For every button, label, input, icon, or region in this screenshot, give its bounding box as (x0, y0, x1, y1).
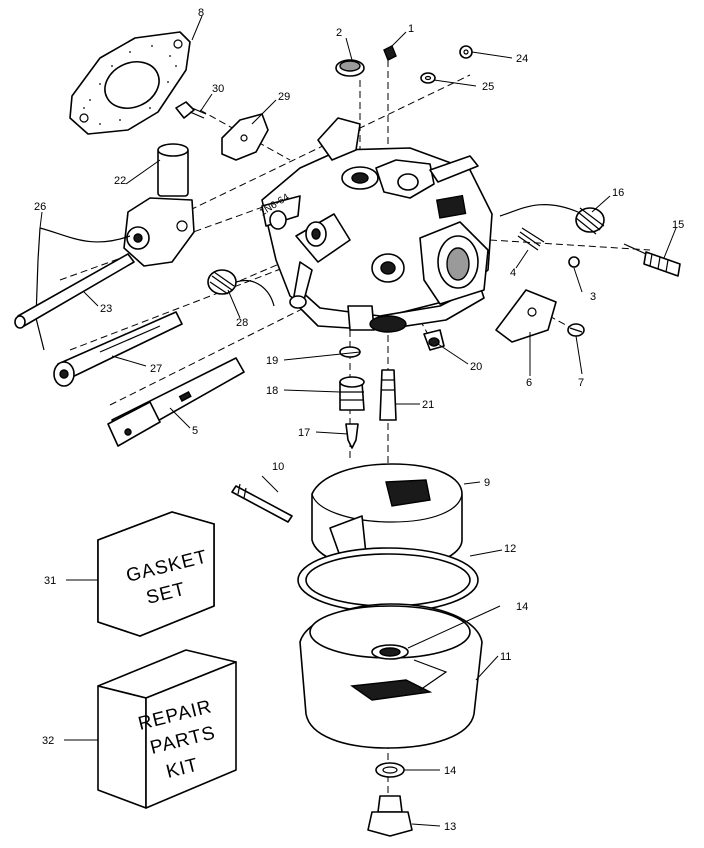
callout-9: 9 (484, 477, 490, 489)
callout-1: 1 (408, 23, 414, 35)
part-13-bowl-nut (367, 795, 413, 837)
callout-30: 30 (212, 83, 224, 95)
callout-26: 26 (34, 201, 46, 213)
part-27-choke-shaft (53, 311, 183, 387)
carburetor-body: 1N6-64 (258, 117, 493, 333)
callout-5: 5 (192, 425, 198, 437)
callout-3: 3 (590, 291, 596, 303)
part-7-screw (567, 323, 585, 337)
callout-22: 22 (114, 175, 126, 187)
callout-7: 7 (578, 377, 584, 389)
callout-20: 20 (470, 361, 482, 373)
callout-numbers: 8 1 2 24 25 30 29 22 26 23 27 5 28 16 15… (34, 7, 684, 833)
callout-27: 27 (150, 363, 162, 375)
callout-19: 19 (266, 355, 278, 367)
callout-6: 6 (526, 377, 532, 389)
callout-32: 32 (42, 735, 54, 747)
part-25-washer (420, 72, 436, 84)
part-1-plug (383, 45, 397, 61)
part-18-seat (339, 376, 365, 411)
callout-10: 10 (272, 461, 284, 473)
part-22-choke-bracket (123, 143, 195, 267)
part-4-spring (517, 227, 545, 251)
part-2-welch-plug (335, 59, 365, 77)
callout-14-lower: 14 (444, 765, 456, 777)
callout-18: 18 (266, 385, 278, 397)
part-20-fitting (423, 329, 445, 351)
callout-16: 16 (612, 187, 624, 199)
callout-17: 17 (298, 427, 310, 439)
part-17-needle (345, 423, 359, 449)
callout-14-upper: 14 (516, 601, 528, 613)
callout-25: 25 (482, 81, 494, 93)
part-6-throttle-lever (495, 289, 557, 343)
part-26-link-rod (35, 227, 131, 351)
callout-28: 28 (236, 317, 248, 329)
part-10-float-pin (231, 483, 293, 523)
callout-15: 15 (672, 219, 684, 231)
part-14-lower-washer (375, 762, 405, 778)
part-15-idle-mixture-screw (623, 243, 681, 277)
callout-12: 12 (504, 543, 516, 555)
part-23-throttle-shaft (14, 253, 135, 329)
part-9-float (311, 463, 463, 571)
part-30-screw (175, 101, 207, 119)
callout-13: 13 (444, 821, 456, 833)
callout-4: 4 (510, 267, 516, 279)
callout-24: 24 (516, 53, 528, 65)
part-14-upper-washer (371, 644, 409, 660)
part-12-bowl-gasket (297, 547, 479, 613)
callout-23: 23 (100, 303, 112, 315)
leader-lines (39, 15, 677, 827)
callout-2: 2 (336, 27, 342, 39)
callout-11: 11 (500, 651, 511, 663)
part-5-throttle-shaft (107, 357, 245, 447)
part-24-washer (459, 45, 473, 59)
part-8-mounting-gasket (69, 31, 191, 135)
part-28-spring (207, 269, 275, 307)
part-29-throttle-plate (221, 113, 269, 161)
callout-29: 29 (278, 91, 290, 103)
part-3-ball (568, 256, 580, 268)
part-11-float-bowl (299, 603, 483, 749)
part-32-repair-kit-box: REPAIR PARTS KIT (97, 649, 237, 809)
part-16-spring (499, 204, 605, 235)
part-31-gasket-set-box: GASKET SET (97, 511, 215, 637)
callout-21: 21 (422, 399, 434, 411)
callout-8: 8 (198, 7, 204, 19)
part-21-main-nozzle (379, 369, 397, 421)
callout-31: 31 (44, 575, 56, 587)
